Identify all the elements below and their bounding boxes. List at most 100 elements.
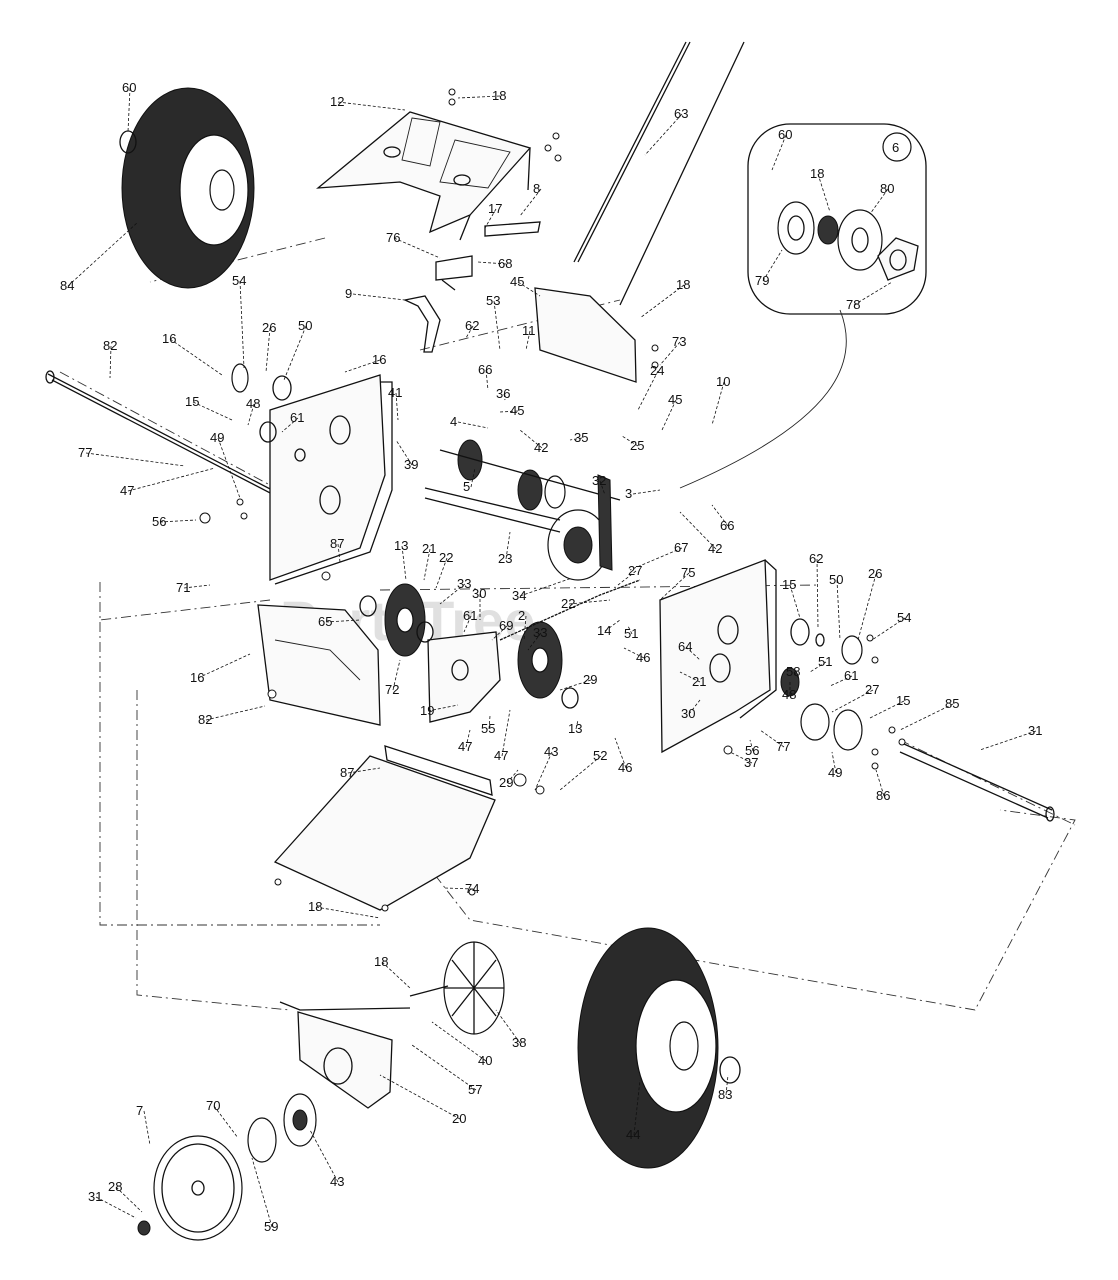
callout-leader xyxy=(617,570,637,586)
callout-label: 20 xyxy=(452,1111,466,1126)
callout-leader xyxy=(505,531,511,560)
callout-leader xyxy=(711,504,729,527)
callout-label: 29 xyxy=(583,672,597,687)
callout-leader xyxy=(115,1186,143,1213)
callout-label: 72 xyxy=(385,682,399,697)
wheel-lower-right xyxy=(577,927,741,1169)
callout-label: 66 xyxy=(720,518,734,533)
callout-label: 49 xyxy=(828,765,842,780)
callout-leader xyxy=(463,615,472,633)
callout-label: 61 xyxy=(844,668,858,683)
callout-leader xyxy=(192,401,233,421)
callout-label: 7 xyxy=(136,1103,143,1118)
callout-label: 43 xyxy=(544,744,558,759)
callout-leader xyxy=(627,625,633,635)
callout-leader xyxy=(393,237,441,259)
callout-leader xyxy=(869,188,889,215)
sprocket-center xyxy=(517,621,579,709)
callout-label: 69 xyxy=(499,618,513,633)
callout-label: 54 xyxy=(897,610,911,625)
callout-label: 81 xyxy=(0,0,14,3)
callout-leader xyxy=(495,1009,521,1044)
callout-label: 37 xyxy=(744,755,758,770)
callout-label: 82 xyxy=(198,712,212,727)
callout-leader xyxy=(352,293,406,301)
callout-leader xyxy=(527,632,542,651)
callout-label: 21 xyxy=(692,674,706,689)
callout-leader xyxy=(85,452,186,467)
callout-leader xyxy=(729,751,753,764)
callout-label: 77 xyxy=(776,739,790,754)
callout-label: 36 xyxy=(496,386,510,401)
callout-leader xyxy=(614,737,627,769)
callout-leader xyxy=(484,208,497,229)
callout-leader xyxy=(127,87,131,133)
callout-leader xyxy=(197,653,251,679)
callout-label: 86 xyxy=(876,788,890,803)
callout-label: 25 xyxy=(630,438,644,453)
callout-leader xyxy=(623,647,645,659)
callout-leader xyxy=(143,1110,151,1146)
callout-leader xyxy=(344,359,381,373)
callout-label: 87 xyxy=(330,536,344,551)
callout-label: 48 xyxy=(246,396,260,411)
callout-label: 24 xyxy=(650,363,664,378)
callout-label: 56 xyxy=(152,514,166,529)
callout-label: 9 xyxy=(345,286,352,301)
callout-label: 29 xyxy=(499,775,513,790)
callout-label: 74 xyxy=(465,881,479,896)
callout-leader xyxy=(109,345,112,379)
callout-leader xyxy=(381,961,411,989)
callout-leader xyxy=(559,679,592,691)
friction-wheel xyxy=(439,439,621,511)
callout-leader xyxy=(599,480,606,496)
callout-label: 15 xyxy=(782,577,796,592)
callout-leader xyxy=(632,489,661,495)
callout-label: 70 xyxy=(206,1098,220,1113)
callout-leader xyxy=(836,579,841,641)
callout-label: 38 xyxy=(512,1035,526,1050)
callout-label: 30 xyxy=(472,586,486,601)
callout-leader xyxy=(283,325,307,381)
callout-leader xyxy=(659,572,690,601)
callout-leader xyxy=(213,1105,239,1139)
callout-leader xyxy=(869,700,905,719)
callout-label: 78 xyxy=(846,297,860,312)
callout-leader xyxy=(831,689,874,713)
callout-label: 39 xyxy=(404,457,418,472)
callout-leader xyxy=(575,719,579,730)
fan-disc xyxy=(409,941,505,1035)
callout-leader xyxy=(871,617,906,641)
callout-label: 31 xyxy=(88,1189,102,1204)
callout-leader xyxy=(493,300,501,351)
callout-leader xyxy=(337,101,406,111)
callout-leader xyxy=(762,249,783,282)
callout-leader xyxy=(633,1079,641,1136)
callout-leader xyxy=(749,739,754,752)
callout-leader xyxy=(95,1196,137,1219)
callout-leader xyxy=(621,435,639,447)
callout-label: 71 xyxy=(176,580,190,595)
callout-label: 66 xyxy=(478,362,492,377)
callout-label: 16 xyxy=(162,331,176,346)
callout-leader xyxy=(239,280,245,369)
callout-label: 10 xyxy=(716,374,730,389)
callout-label: 40 xyxy=(478,1053,492,1068)
callout-label: 8 xyxy=(533,181,540,196)
callout-leader xyxy=(688,699,701,715)
callout-label: 26 xyxy=(868,566,882,581)
lower-left-frame xyxy=(257,604,381,726)
callout-leader xyxy=(679,511,717,550)
callout-label: 60 xyxy=(122,80,136,95)
callout-leader xyxy=(525,330,531,351)
callout-leader xyxy=(485,369,489,391)
callout-label: 43 xyxy=(330,1174,344,1189)
callout-label: 18 xyxy=(308,899,322,914)
callout-label: 18 xyxy=(492,88,506,103)
callout-label: 14 xyxy=(597,623,611,638)
callout-label: 45 xyxy=(668,392,682,407)
callout-leader xyxy=(559,755,602,791)
callout-leader xyxy=(217,437,241,499)
callout-leader xyxy=(816,558,819,629)
callout-leader xyxy=(427,704,459,712)
